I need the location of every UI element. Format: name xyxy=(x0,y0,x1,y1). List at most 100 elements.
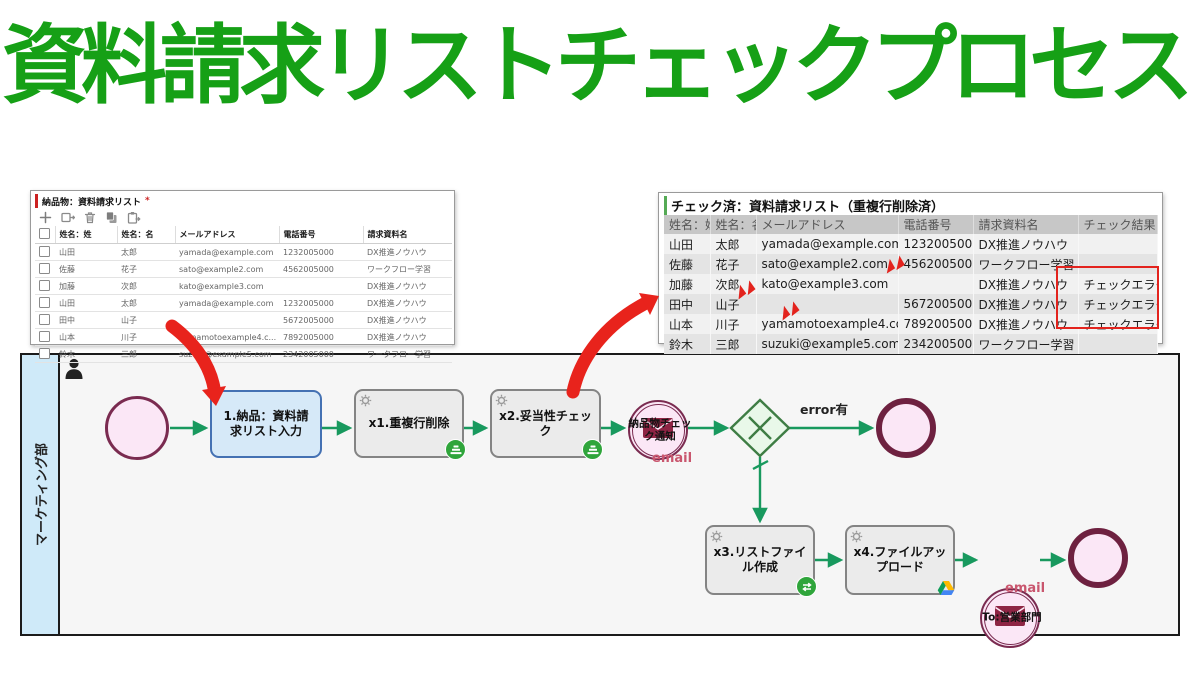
error-cell: チェックエラー xyxy=(1078,314,1158,334)
column-header: メールアドレス xyxy=(756,215,899,234)
cell: 佐藤 xyxy=(664,254,711,274)
email-icon xyxy=(994,605,1026,631)
cell: 三郎 xyxy=(710,334,757,354)
row-checkbox[interactable] xyxy=(39,313,50,325)
cell: ワークフロー学習 xyxy=(973,254,1079,274)
checked-list-title-row: チェック済：資料請求リスト（重複行削除済） xyxy=(664,196,1157,215)
cell: DX推進ノウハウ xyxy=(363,277,452,295)
cell: 太郎 xyxy=(117,243,175,261)
cell: ワークフロー学習 xyxy=(363,345,452,363)
paste-icon[interactable] xyxy=(127,211,141,224)
cell: yamada@example.com xyxy=(756,234,899,254)
cell: kato@example3.com xyxy=(175,277,279,295)
add-row-icon[interactable] xyxy=(39,211,52,224)
copy-icon[interactable] xyxy=(105,211,118,224)
column-header: 電話番号 xyxy=(898,215,974,234)
cell: 4562005000 xyxy=(279,260,363,278)
row-checkbox[interactable] xyxy=(39,330,50,342)
cell: 山田 xyxy=(664,234,711,254)
checked-table: 姓名：姓 姓名：名 メールアドレス 電話番号 請求資料名 チェック結果 山田太郎… xyxy=(664,215,1158,354)
end-event-error xyxy=(876,398,936,458)
cell: DX推進ノウハウ xyxy=(973,274,1079,294)
cell: 山田 xyxy=(55,243,117,261)
cell xyxy=(1078,334,1158,354)
task-label: x2.妥当性チェック xyxy=(499,408,592,438)
row-checkbox[interactable] xyxy=(39,296,50,308)
cell: 太郎 xyxy=(117,294,175,312)
cell: yamada@example.com xyxy=(175,294,279,312)
cell: 川子 xyxy=(710,314,757,334)
row-checkbox[interactable] xyxy=(39,245,50,257)
select-all-cell xyxy=(35,226,55,244)
task-x3-create-file: x3.リストファイル作成 xyxy=(705,525,817,597)
error-mark-icon xyxy=(777,299,808,327)
error-mark-icon xyxy=(733,278,764,306)
cell: DX推進ノウハウ xyxy=(363,328,452,346)
cell xyxy=(756,294,899,314)
cell: 太郎 xyxy=(710,234,757,254)
row-checkbox[interactable] xyxy=(39,279,50,291)
select-all-checkbox[interactable] xyxy=(39,228,50,239)
input-list-panel: 納品物：資料請求リスト* 姓名：姓 姓名：名 メールアドレス 電話番号 請求資料… xyxy=(30,190,455,363)
cell: sato@example2.com xyxy=(756,254,899,274)
convert-badge-icon xyxy=(796,576,817,597)
cell: 5672005000 xyxy=(279,311,363,329)
move-row-icon[interactable] xyxy=(61,211,75,224)
cell: 1232005000 xyxy=(279,243,363,261)
cell: 田中 xyxy=(55,311,117,329)
automation-badge-icon xyxy=(582,439,603,460)
cell: yamada@example.com xyxy=(175,243,279,261)
cell: DX推進ノウハウ xyxy=(973,294,1079,314)
column-header: 姓名：名 xyxy=(710,215,757,234)
input-table-header: 姓名：姓 姓名：名 メールアドレス 電話番号 請求資料名 xyxy=(35,226,452,244)
cell: 7892005000 xyxy=(279,328,363,346)
lane-marketing: マーケティング部 xyxy=(22,355,60,634)
delete-row-icon[interactable] xyxy=(84,211,96,224)
gear-icon xyxy=(359,394,372,411)
table-toolbar xyxy=(35,208,450,226)
checked-list-panel: チェック済：資料請求リスト（重複行削除済） 姓名：姓 姓名：名 メールアドレス … xyxy=(658,192,1163,354)
cell: 山子 xyxy=(710,294,757,314)
exclusive-gateway xyxy=(729,398,791,458)
start-event xyxy=(105,396,169,460)
cell: 2342005000 xyxy=(898,334,974,354)
cell: ワークフロー学習 xyxy=(363,260,452,278)
task-label: x3.リストファイル作成 xyxy=(713,545,807,574)
cell: 鈴木 xyxy=(664,334,711,354)
column-header: チェック結果 xyxy=(1078,215,1158,234)
cell: 次郎 xyxy=(117,277,175,295)
row-checkbox[interactable] xyxy=(39,347,50,359)
row-checkbox[interactable] xyxy=(39,262,50,274)
cell: DX推進ノウハウ xyxy=(363,294,452,312)
email-icon xyxy=(642,417,674,443)
column-header: メールアドレス xyxy=(174,226,279,244)
gear-icon xyxy=(850,530,863,547)
column-header: 電話番号 xyxy=(278,226,363,244)
email-event-notify: 納品物チェック通知 xyxy=(628,400,692,460)
error-highlight-box xyxy=(1056,266,1159,329)
cell: DX推進ノウハウ xyxy=(363,243,452,261)
cell: 山本 xyxy=(55,328,117,346)
column-header: 姓名：姓 xyxy=(54,226,117,244)
event-label: To:営業部門 xyxy=(982,611,1042,624)
email-event-sales: To:営業部門 xyxy=(980,588,1042,648)
checked-accent-bar xyxy=(664,196,667,215)
task-x2-validation: x2.妥当性チェック xyxy=(490,389,603,460)
task-x4-upload: x4.ファイルアップロード xyxy=(845,525,955,595)
cell: 鈴木 xyxy=(55,345,117,363)
cell xyxy=(175,311,279,329)
error-mark-icon xyxy=(883,254,912,279)
gateway-branch-label: error有 xyxy=(800,402,849,417)
required-asterisk: * xyxy=(145,196,150,206)
cell: yamamotoexample4.c... xyxy=(175,328,279,346)
required-accent-bar xyxy=(35,194,38,208)
cell: DX推進ノウハウ xyxy=(973,314,1079,334)
bpmn-pool: マーケティング部 1 xyxy=(20,353,1180,648)
cell: yamamotoexample4.com xyxy=(756,314,899,334)
table-row: 山本川子yamamotoexample4.com7892005000DX推進ノウ… xyxy=(664,314,1158,334)
